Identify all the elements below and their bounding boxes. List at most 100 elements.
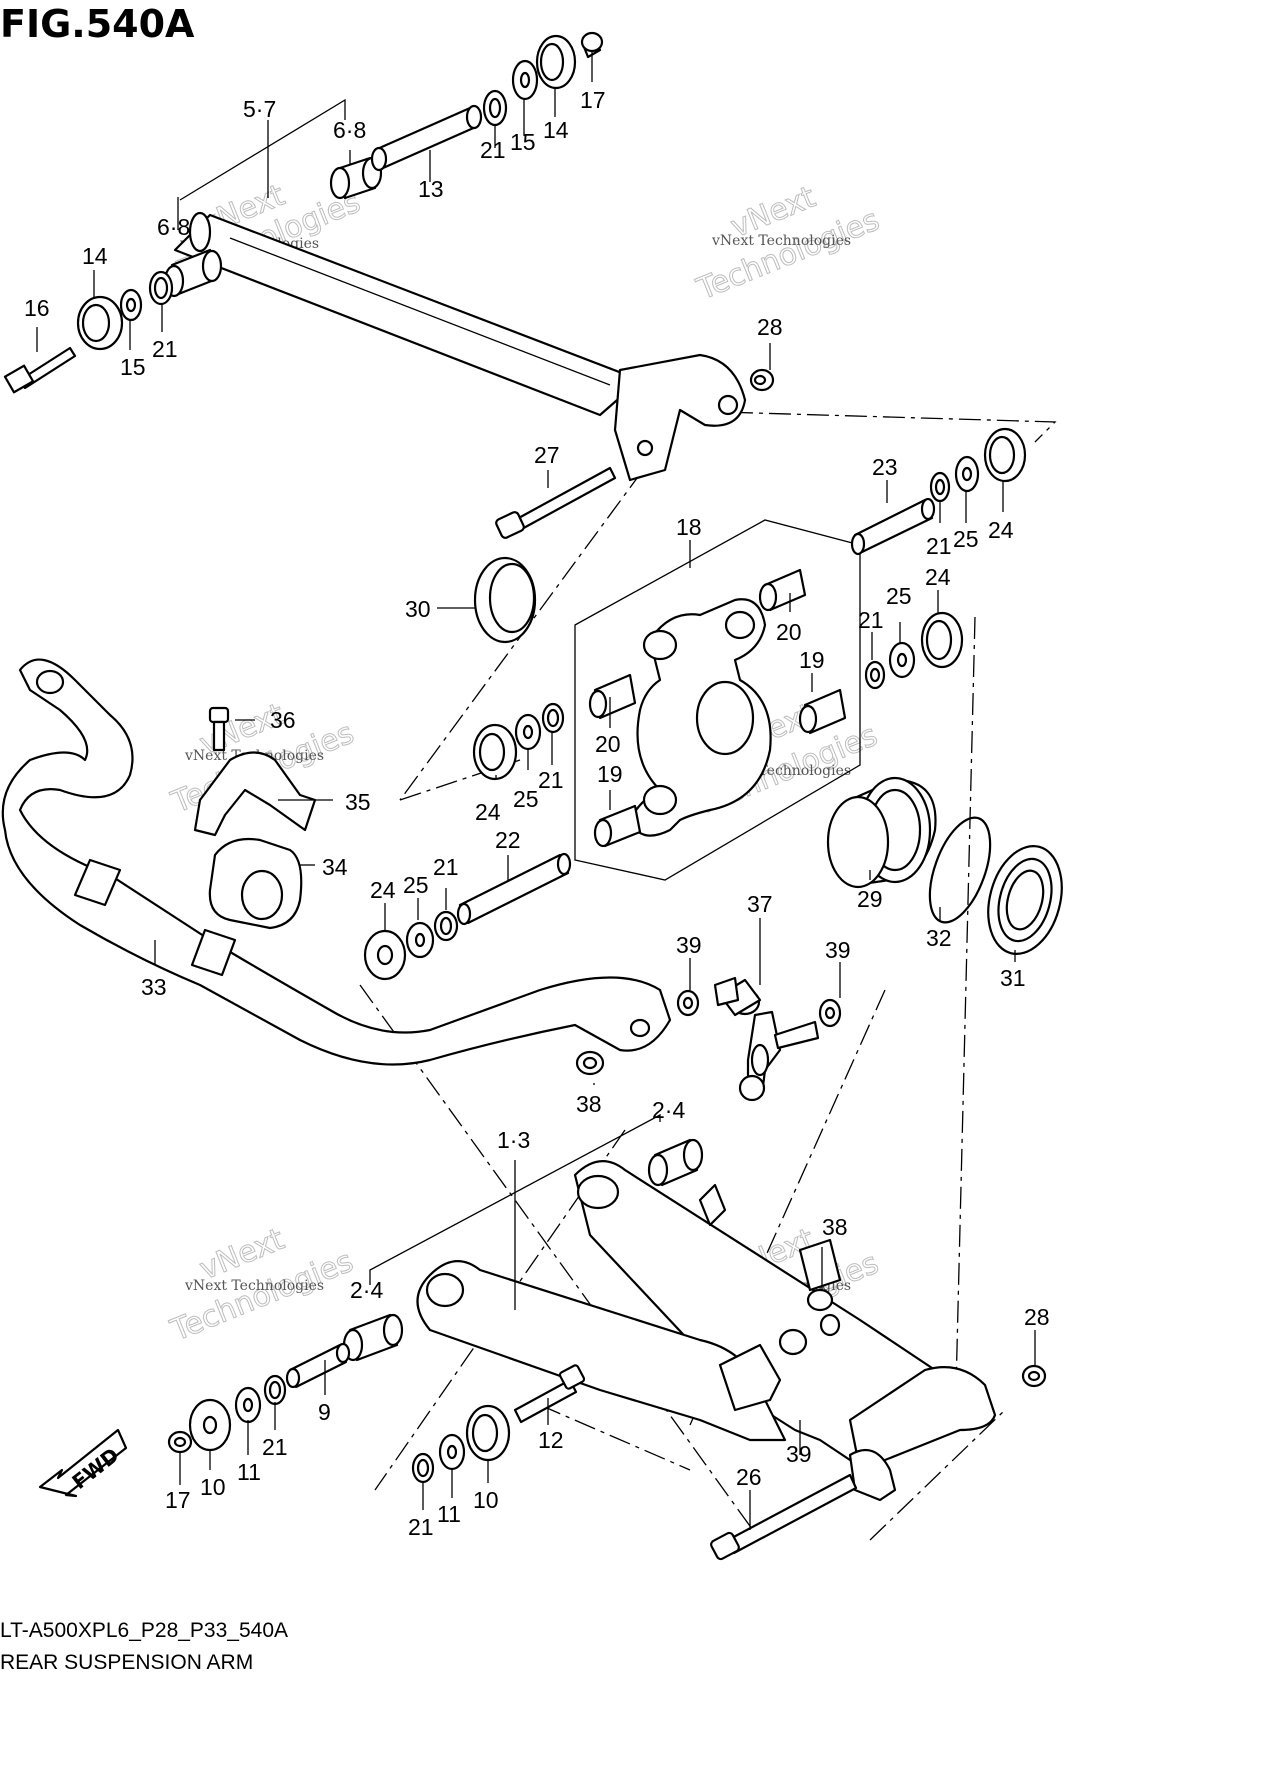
right-washers-mid [864,611,964,690]
callout-38: 38 [576,1091,602,1117]
pipe-9 [285,1342,351,1389]
pipe-22 [456,852,572,926]
lower-arm-rear-member [573,1160,962,1462]
callout-9: 9 [318,1399,331,1425]
callout-24: 24 [370,877,396,903]
callout-21: 21 [408,1514,434,1540]
callout-18: 18 [676,514,702,540]
fwd-arrow: FWD [38,1428,128,1498]
figure-name: REAR SUSPENSION ARM [0,1651,254,1674]
left-washers-mid [472,702,565,781]
upper-bracket [613,353,747,482]
bushing-6-8-upper [329,156,383,200]
bolt-27 [495,466,617,539]
bolt-36 [208,706,230,752]
callout-2-4: 2·4 [652,1097,685,1123]
callout-24: 24 [925,564,951,590]
callout-15: 15 [120,354,146,380]
callout-21: 21 [480,137,506,163]
figure-code: LT-A500XPL6_P28_P33_540A [0,1619,289,1642]
circlip-32 [928,816,992,924]
upper-left-hardware [3,270,174,394]
link-37 [713,976,820,1102]
lower-arm [416,1160,997,1502]
callout-22: 22 [495,827,521,853]
callout-30: 30 [405,596,431,622]
watermark-low-left: vNext Technologies vNext Technologies [165,1221,359,1349]
watermark-top-right: vNext Technologies vNext Technologies [691,179,885,308]
stabilizer-bar [1,658,672,1066]
callout-29: 29 [857,886,883,912]
callout-37: 37 [747,891,773,917]
watermark-company-text: vNext Technologies [711,233,851,249]
washers-mid-lower [363,910,459,981]
callout-39: 39 [825,937,851,963]
callout-28: 28 [1024,1304,1050,1330]
callout-6-8: 6·8 [157,214,190,240]
nut-28-lower [1021,1364,1047,1388]
callout-11: 11 [437,1501,461,1527]
callout-14: 14 [543,117,569,143]
callout-33: 33 [141,974,167,1000]
pipe-23 [850,497,936,556]
nut-38-lower [806,1288,834,1312]
lower-mid-washers [411,1404,511,1484]
callout-12: 12 [538,1427,564,1453]
callout-25: 25 [953,526,979,552]
callout-24: 24 [475,799,501,825]
callout-17: 17 [580,87,606,113]
seal-30 [473,556,537,644]
bushing-34 [208,837,303,930]
callout-38: 38 [822,1214,848,1240]
callout-2-4: 2·4 [350,1277,383,1303]
upper-right-washers [482,31,604,127]
bushing-2-4-lower [342,1313,404,1362]
callout-23: 23 [872,454,898,480]
callout-19: 19 [597,761,623,787]
hub-seal-31 [987,845,1063,955]
callout-14: 14 [82,243,108,269]
callout-32: 32 [926,925,952,951]
callout-21: 21 [538,767,564,793]
callout-34: 34 [322,854,348,880]
callout-21: 21 [926,533,952,559]
callout-26: 26 [736,1464,762,1490]
callout-28: 28 [757,314,783,340]
callout-21: 21 [262,1434,288,1460]
callout-24: 24 [988,517,1014,543]
callout-15: 15 [510,129,536,155]
right-washers-upper [929,427,1027,503]
callout-39: 39 [786,1441,812,1467]
callout-20: 20 [595,731,621,757]
pipe-13 [370,104,483,172]
bushing-2-4-upper [647,1138,704,1187]
nut-38 [575,1050,605,1076]
bolt-12 [513,1364,586,1424]
callout-16: 16 [24,295,50,321]
callout-21: 21 [433,854,459,880]
callout-20: 20 [776,619,802,645]
callout-13: 13 [418,176,444,202]
callout-17: 17 [165,1487,191,1513]
callout-21: 21 [152,336,178,362]
callout-36: 36 [270,707,296,733]
watermark-company-text: vNext Technologies [184,1278,324,1294]
upper-cross-tube [173,213,642,417]
callout-19: 19 [799,647,825,673]
callout-labels: 5·7 6·8 6·8 13 21 15 14 17 14 16 15 21 2… [24,87,1050,1540]
upper-arm-pipe-assembly [173,211,747,482]
callout-21: 21 [858,607,884,633]
callout-5-7: 5·7 [243,96,276,122]
bearing-29 [826,776,937,889]
bracket-35 [193,751,317,837]
stabilizer-bar-body [1,658,672,1066]
callout-1-3: 1·3 [497,1127,530,1153]
callout-11: 11 [237,1459,261,1485]
callout-25: 25 [403,872,429,898]
callout-27: 27 [534,442,560,468]
nut-28-upper [749,368,775,392]
callout-39: 39 [676,932,702,958]
figure-title: FIG.540A [0,2,195,46]
